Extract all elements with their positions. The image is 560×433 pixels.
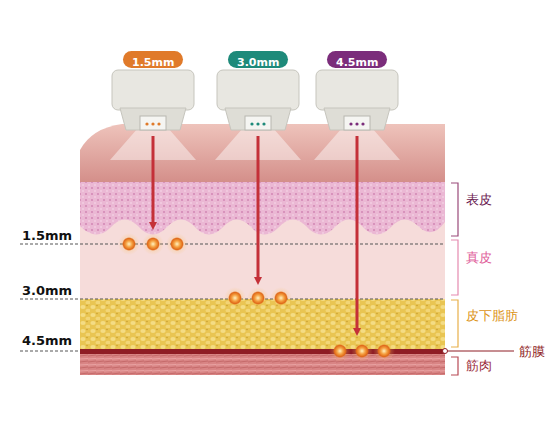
cartridge: [217, 70, 299, 130]
depth-tag-text: 1.5mm: [132, 56, 174, 69]
depth-tag: 1.5mm: [123, 51, 183, 68]
depth-label: 1.5mm: [22, 228, 72, 244]
depth-tag: 3.0mm: [228, 51, 288, 68]
layer-label: 真皮: [466, 250, 492, 266]
depth-tag-text: 4.5mm: [336, 56, 378, 69]
layer-label: 表皮: [466, 192, 492, 208]
cartridge: [112, 70, 194, 130]
layer-label: 筋膜: [519, 344, 545, 360]
depth-label: 3.0mm: [22, 283, 72, 299]
cartridge: [316, 70, 398, 130]
depth-label: 4.5mm: [22, 333, 72, 349]
layer-label: 皮下脂肪: [466, 308, 518, 324]
depth-tag-text: 3.0mm: [237, 56, 279, 69]
layer-label: 筋肉: [466, 358, 492, 374]
depth-tag: 4.5mm: [327, 51, 387, 68]
